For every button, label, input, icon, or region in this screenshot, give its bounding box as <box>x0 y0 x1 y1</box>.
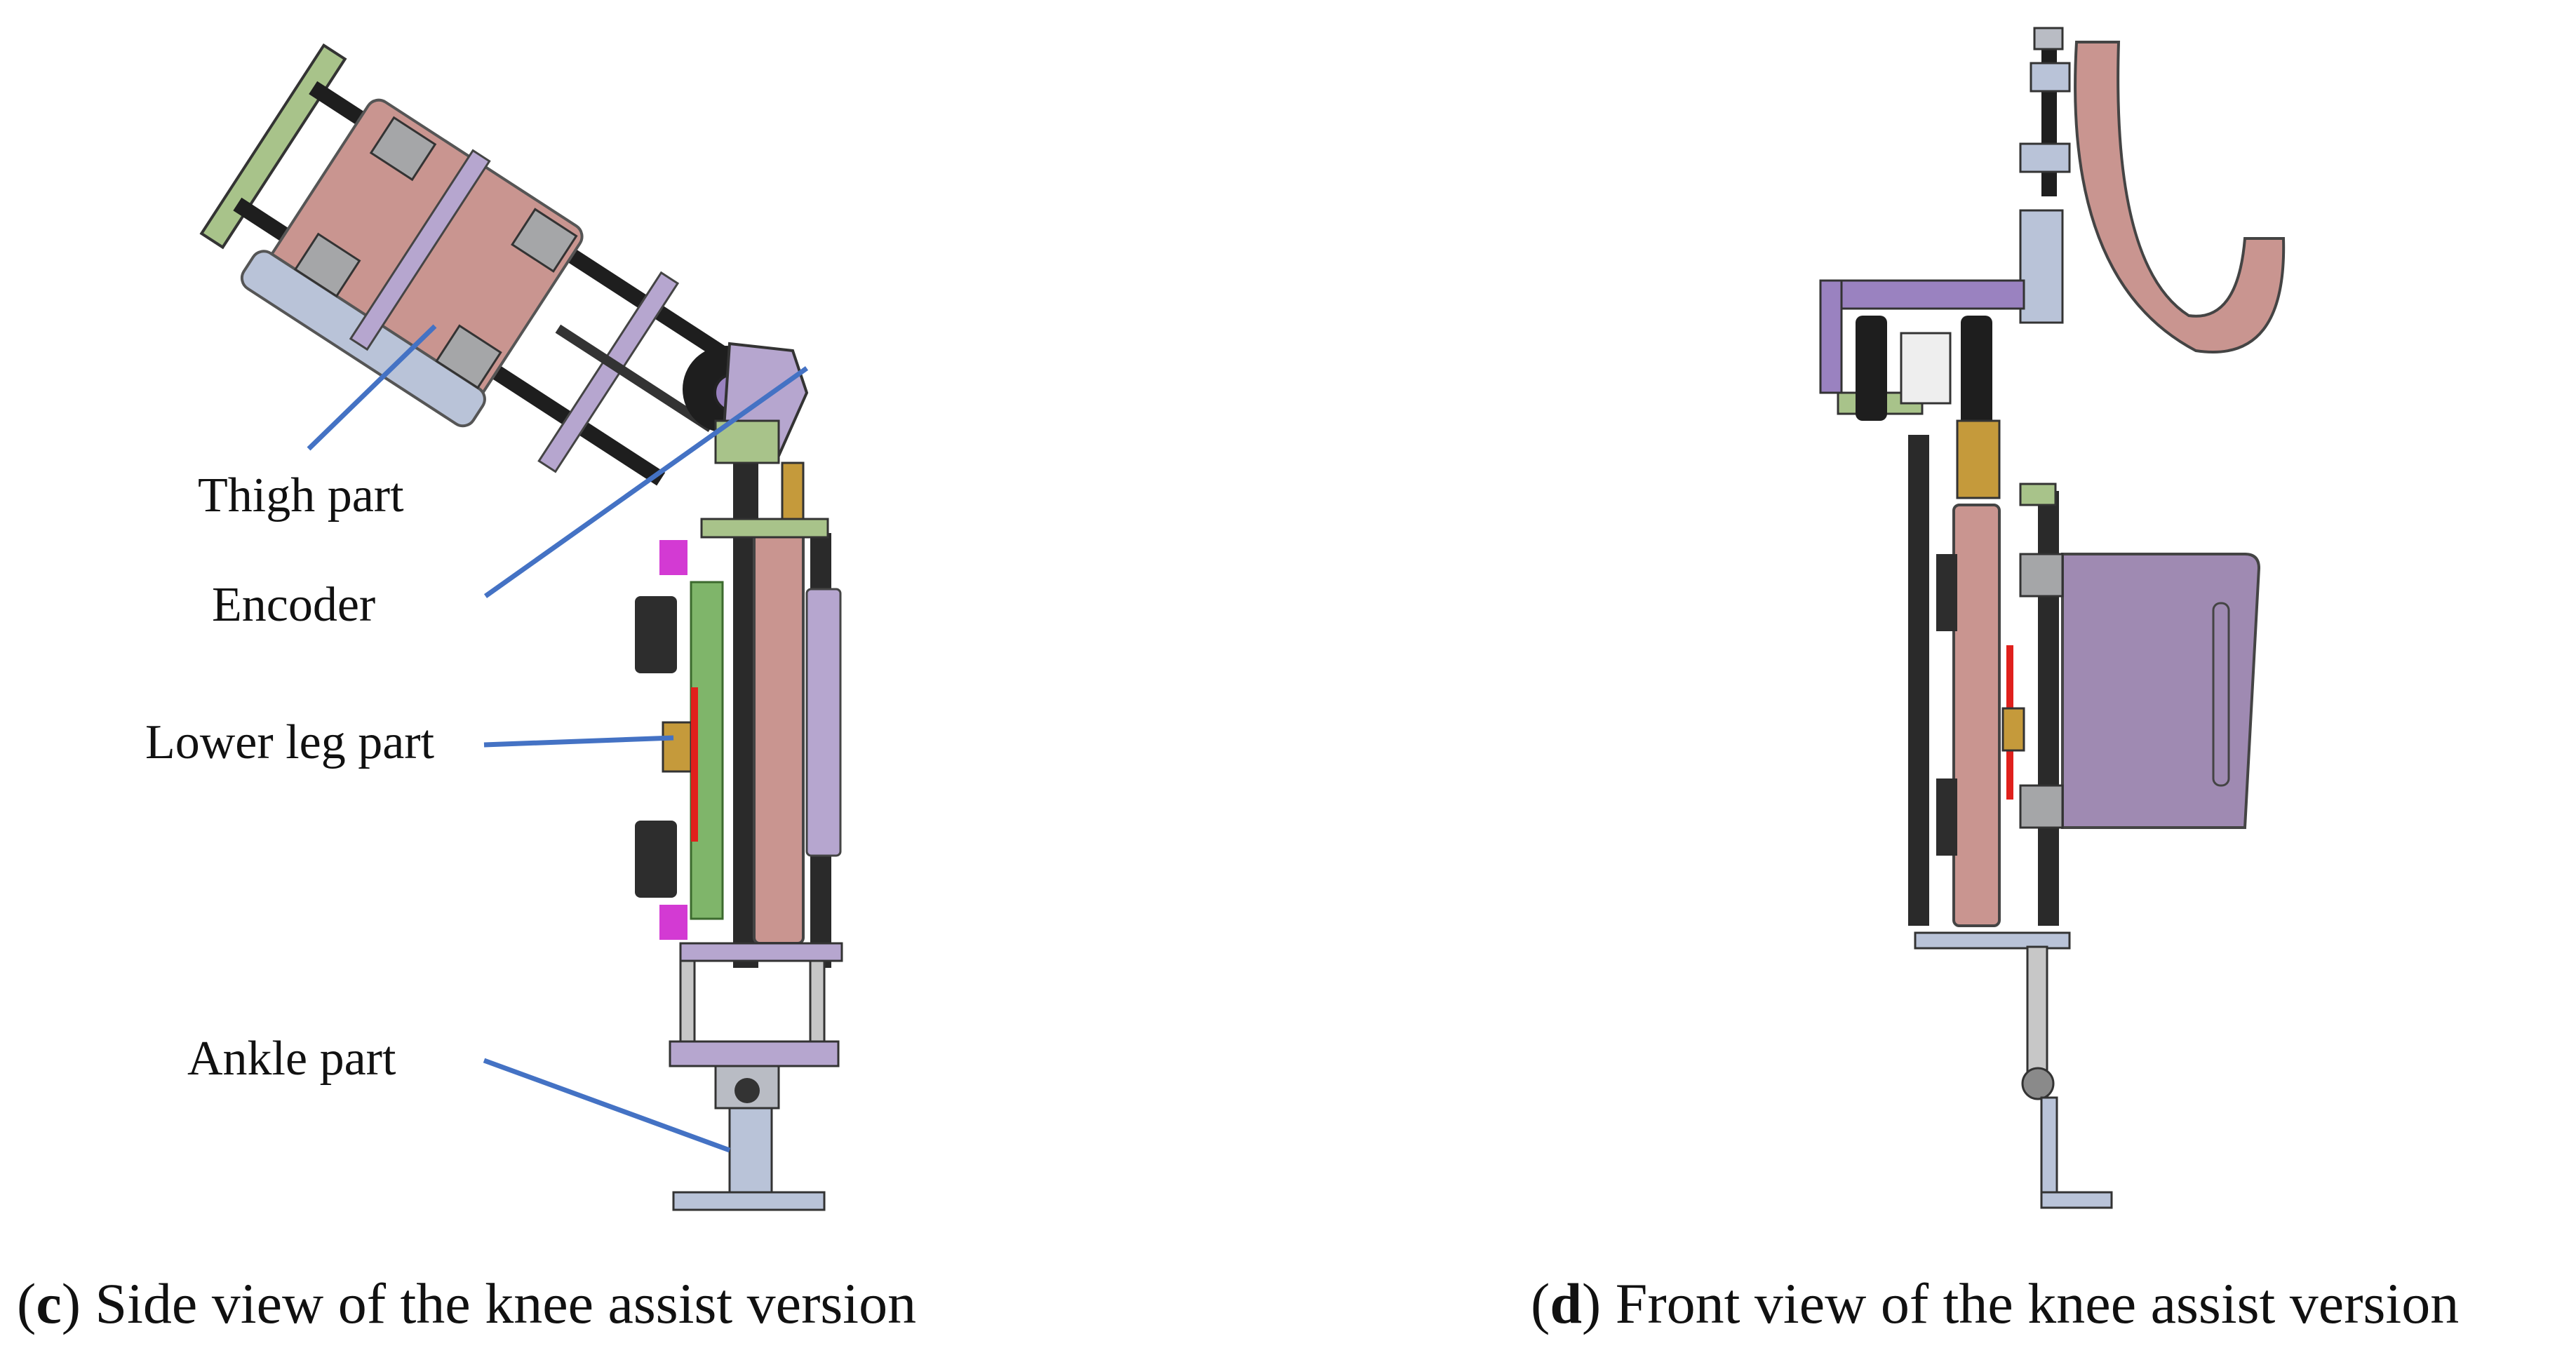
caption-side-view: (c) Side view of the knee assist version <box>17 1272 917 1335</box>
front-ankle-post <box>2040 1096 2058 1197</box>
thigh-inner-rod <box>555 324 714 433</box>
front-pulley-left <box>1856 316 1887 421</box>
caption-side-view-text: Side view of the knee assist version <box>95 1272 917 1335</box>
front-thigh-cuff <box>2074 41 2286 353</box>
red-cable <box>691 687 698 842</box>
label-encoder: Encoder <box>212 578 376 632</box>
front-brass-valve <box>2001 707 2025 752</box>
actuator-upper <box>635 596 677 673</box>
magenta-fitting-1 <box>659 540 687 575</box>
thigh-leader-line <box>307 324 437 451</box>
front-grey-clamp-1 <box>2019 553 2064 598</box>
caption-front-view-text: Front view of the knee assist version <box>1615 1272 2460 1335</box>
label-lower-leg-part: Lower leg part <box>145 715 435 769</box>
lower-leg-leader-line <box>483 735 674 748</box>
top-shaft-cap <box>2033 27 2064 50</box>
front-pulley-right <box>1961 316 1992 435</box>
front-side-plate-slot <box>2212 602 2230 787</box>
lower-plate <box>679 942 843 962</box>
label-ankle-part: Ankle part <box>187 1032 396 1086</box>
thigh-end-frame <box>199 43 347 250</box>
caption-front-view: (d) Front view of the knee assist versio… <box>1531 1272 2460 1335</box>
top-shaft-collar-1 <box>2030 62 2071 93</box>
top-shaft-collar-2 <box>2019 142 2071 173</box>
front-thigh-bracket <box>2019 209 2064 324</box>
front-side-plate <box>2061 553 2261 829</box>
front-left-purple-post <box>1819 279 1843 394</box>
front-lower-post <box>2026 945 2048 1074</box>
front-grey-clamp-2 <box>2019 784 2064 829</box>
thigh-clamp-1 <box>369 116 437 182</box>
caption-letter-d: d <box>1550 1272 1582 1335</box>
front-brass-stack <box>1956 419 2001 499</box>
front-lower-plate <box>1914 931 2071 950</box>
label-thigh-part: Thigh part <box>198 468 404 523</box>
thigh-assembly <box>199 43 742 486</box>
brass-valve <box>662 721 692 773</box>
thigh-clamp-3 <box>511 208 578 273</box>
ankle-leader-line <box>483 1058 731 1153</box>
front-foot-plate <box>2040 1191 2113 1209</box>
thigh-clamp-2 <box>293 232 361 298</box>
front-actuator-2 <box>1936 778 1957 856</box>
ankle-plate <box>669 1040 840 1067</box>
caption-letter-c: c <box>36 1272 62 1335</box>
shank-side-plate <box>805 588 842 857</box>
foot-plate <box>672 1191 826 1211</box>
front-encoder-block <box>1900 332 1952 405</box>
shank-top-plate <box>700 518 829 539</box>
front-top-purple-bracket <box>1819 279 2025 310</box>
thigh-bracket-b <box>537 271 680 473</box>
magenta-fitting-2 <box>659 905 687 940</box>
thigh-clamp-4 <box>435 324 502 389</box>
ankle-joint <box>734 1078 760 1103</box>
encoder-leader-line <box>483 366 809 598</box>
front-ankle-joint <box>2021 1067 2055 1100</box>
front-green-side <box>2019 483 2057 506</box>
actuator-lower <box>635 821 677 898</box>
front-left-rail <box>1908 435 1929 926</box>
ankle-post <box>728 1107 773 1201</box>
front-actuator-1 <box>1936 554 1957 631</box>
front-shank-cuff <box>1952 504 2001 927</box>
thigh-bracket-a <box>349 149 491 351</box>
